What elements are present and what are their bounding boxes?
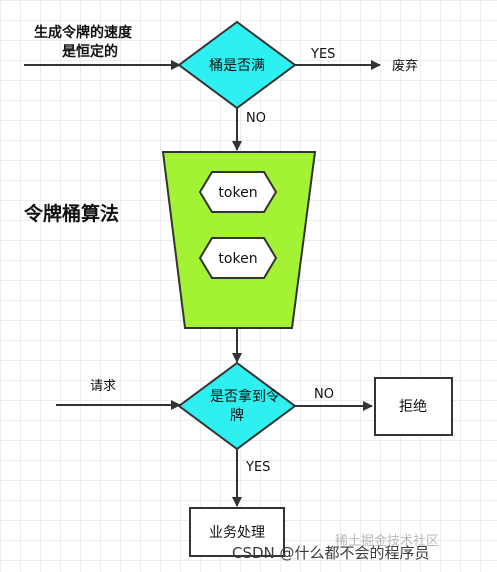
token-acquired-decision-label-line2: 牌 [230, 407, 244, 424]
token-acquired-decision-label-line1: 是否拿到令 [210, 388, 280, 405]
process-box [189, 507, 285, 557]
diagram-title: 令牌桶算法 [24, 202, 119, 225]
token-label: token [218, 251, 257, 267]
reject-box [374, 377, 453, 436]
bucket-full-decision-label: 桶是否满 [209, 58, 265, 74]
token-hexagon [198, 237, 278, 279]
token-hexagon [198, 171, 278, 213]
watermark-main: CSDN @什么都不会的程序员 [232, 544, 430, 562]
request-label: 请求 [90, 379, 116, 394]
yes-label-bottom: YES [245, 460, 270, 475]
watermark-faint: 稀土掘金技术社区 [335, 533, 439, 549]
token-rate-label-line1: 生成令牌的速度 [34, 24, 133, 41]
token-label: token [218, 185, 257, 201]
no-label-bottom: NO [314, 387, 334, 402]
token-rate-label-line2: 是恒定的 [62, 43, 118, 60]
no-label-top: NO [246, 111, 266, 126]
discard-label: 废弃 [392, 58, 418, 74]
process-label: 业务处理 [209, 525, 265, 541]
yes-label-top: YES [310, 47, 335, 62]
token-acquired-decision [177, 361, 297, 451]
reject-label: 拒绝 [399, 399, 427, 415]
